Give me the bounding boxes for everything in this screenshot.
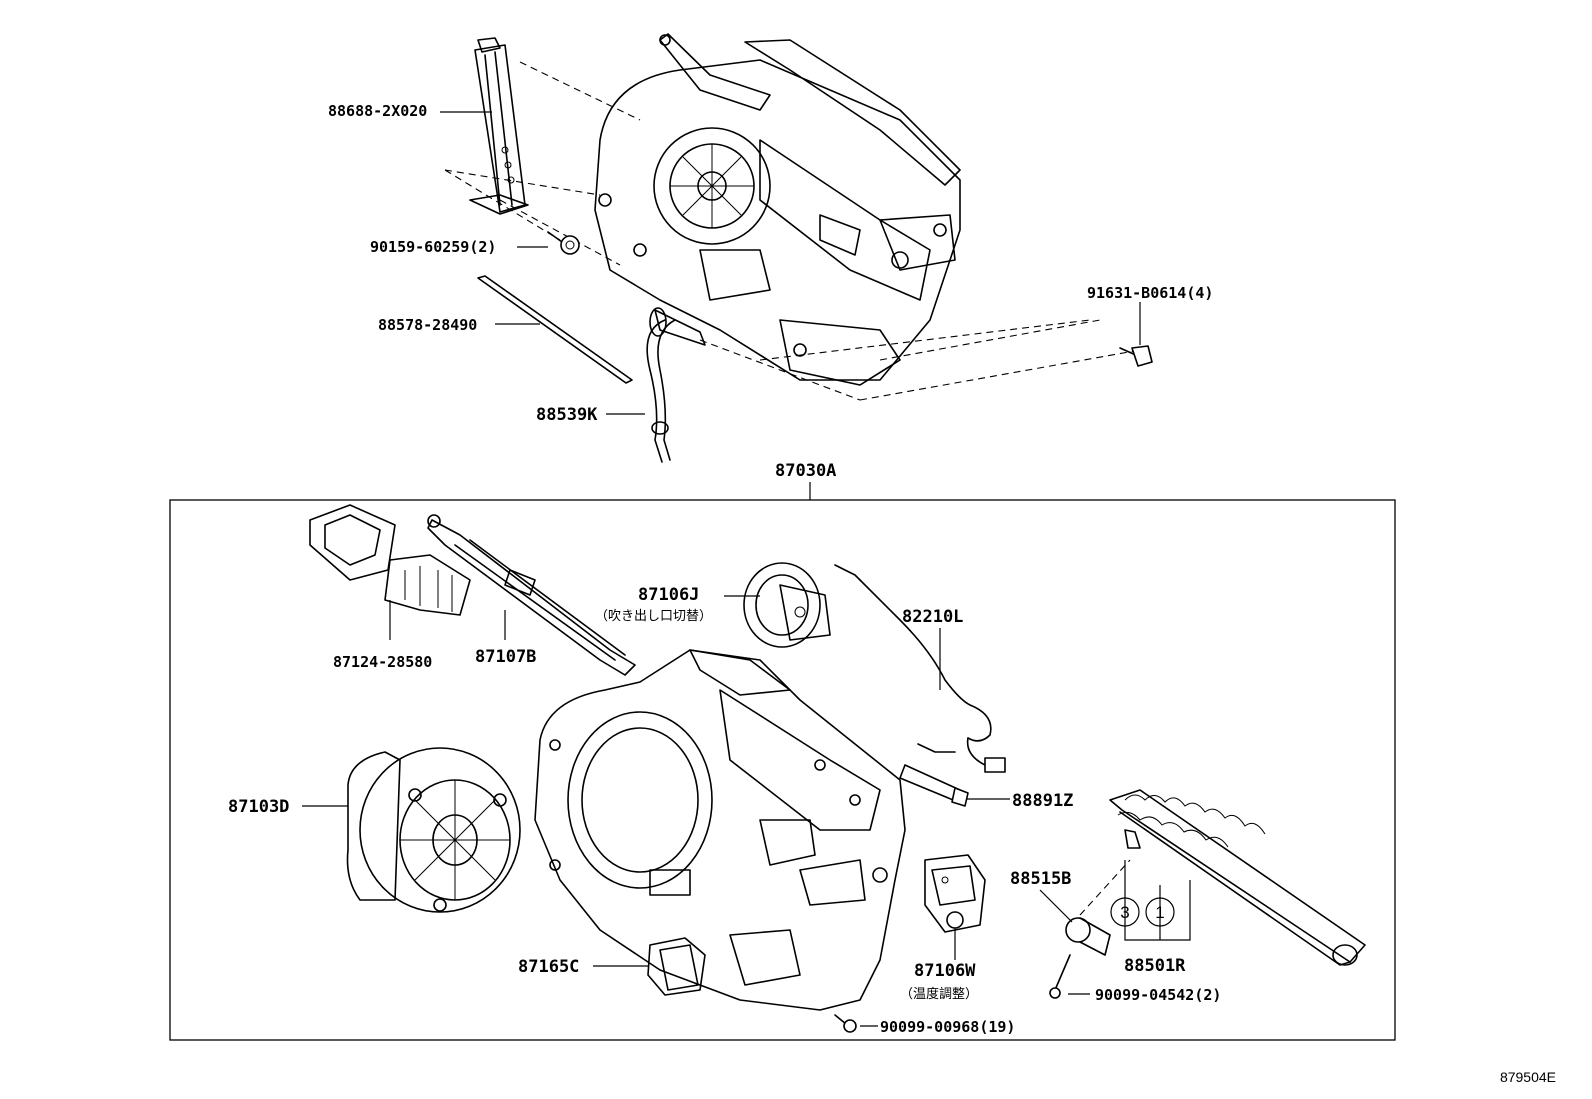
main-housing-87030 <box>534 649 906 1011</box>
heater-core-88501 <box>1109 789 1366 966</box>
label-88891z: 88891Z <box>1012 791 1073 811</box>
servo-87106w <box>924 854 986 933</box>
label-90159-60259: 90159-60259(2) <box>370 238 496 256</box>
label-87106w: 87106W <box>914 961 976 981</box>
upper-blower-housing <box>444 33 1141 401</box>
label-90099-00968: 90099-00968(19) <box>880 1018 1015 1036</box>
svg-text:3: 3 <box>1120 903 1129 922</box>
screw-90159 <box>547 231 580 255</box>
label-87124-28580: 87124-28580 <box>333 653 432 671</box>
evaporator-tube-87107 <box>427 514 636 676</box>
assembly-box-87030a <box>169 499 1396 1041</box>
bracket-87124 <box>309 504 471 616</box>
bolt-91631 <box>1119 345 1153 367</box>
label-88501r: 88501R <box>1124 956 1186 976</box>
label-82210l: 82210L <box>902 607 963 627</box>
blower-motor-87103 <box>346 747 521 913</box>
label-87165c: 87165C <box>518 957 579 977</box>
screw-90099-04542 <box>1049 954 1071 999</box>
figure-reference: 879504E <box>1500 1069 1556 1085</box>
label-87107b: 87107B <box>475 647 536 667</box>
label-87103d: 87103D <box>228 797 289 817</box>
hose-88539 <box>646 307 706 463</box>
sensor-wire-82210 <box>834 564 1006 773</box>
svg-text:1: 1 <box>1155 903 1164 922</box>
pipe-88515 <box>1065 859 1131 956</box>
callout-1: 1 <box>1145 897 1175 927</box>
bracket-88688 <box>469 37 529 215</box>
label-90099-04542: 90099-04542(2) <box>1095 986 1221 1004</box>
label-88539k: 88539K <box>536 405 598 425</box>
label-87030a: 87030A <box>775 461 836 481</box>
filter-seal-88578 <box>477 275 633 384</box>
label-88515b: 88515B <box>1010 869 1071 889</box>
label-88578-28490: 88578-28490 <box>378 316 477 334</box>
label-88688-2x020: 88688-2X020 <box>328 102 427 120</box>
sensor-88891 <box>899 764 969 807</box>
servo-87106j <box>743 562 831 648</box>
label-87106j: 87106J <box>638 585 699 605</box>
label-91631-b0614: 91631-B0614(4) <box>1087 284 1213 302</box>
callout-3: 3 <box>1110 897 1140 927</box>
screw-90099-00968 <box>834 1014 857 1033</box>
leader-lines <box>302 111 1191 1027</box>
motor-87165 <box>647 937 706 996</box>
label-87106j-note: （吹き出し口切替） <box>595 609 712 624</box>
label-87106w-note: （温度調整） <box>900 986 978 1002</box>
